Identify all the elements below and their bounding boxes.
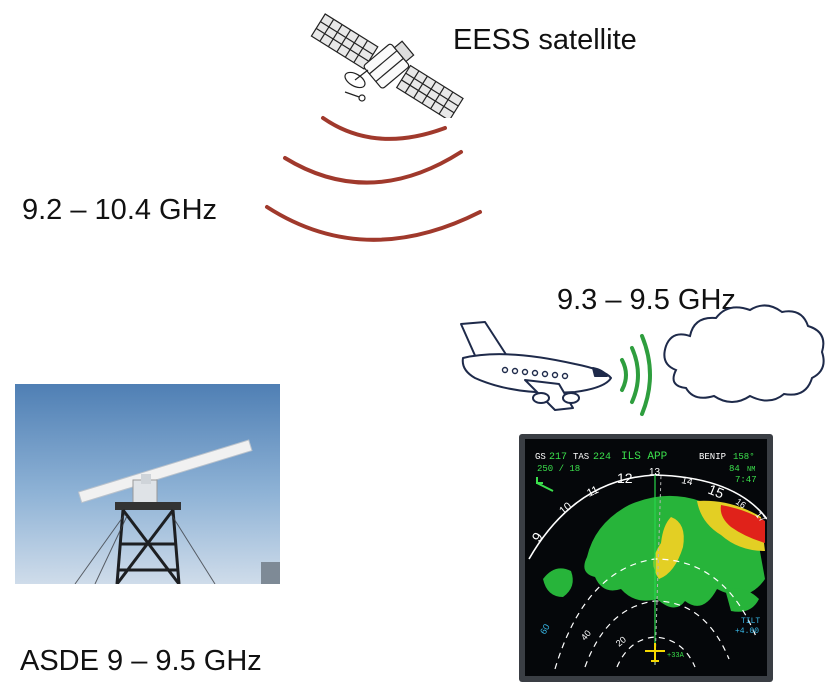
waypoint-name: BENIP: [699, 452, 726, 462]
asde-radar-photo: [15, 384, 280, 584]
cloud-icon: [663, 304, 825, 403]
waypoint-unit: NM: [747, 466, 755, 474]
wind-arrow-icon: [536, 477, 554, 492]
wind-readout: 250 / 18: [537, 464, 580, 474]
satellite-label: EESS satellite: [453, 24, 637, 56]
radar-screen: GS 217 TAS 224 ILS APP BENIP 158° 84 NM …: [525, 439, 767, 676]
aircraft-readout: +33A: [667, 652, 685, 660]
heading-11: 11: [585, 484, 600, 500]
satellite-frequency-label: 9.2 – 10.4 GHz: [22, 194, 218, 226]
heading-12: 12: [617, 470, 633, 486]
weather-radar-display: GS 217 TAS 224 ILS APP BENIP 158° 84 NM …: [519, 434, 773, 682]
airplane-icon: [460, 321, 612, 411]
aircraft-wave-arcs: [620, 334, 652, 416]
heading-14: 14: [680, 475, 694, 488]
tilt-label: TILT: [741, 617, 760, 626]
range-40: 40: [579, 628, 593, 642]
range-60: 60: [538, 622, 552, 636]
ground-speed-value: 217: [549, 452, 567, 463]
satellite-wave-arcs: [265, 116, 482, 242]
heading-13: 13: [649, 467, 661, 478]
true-airspeed-label: TAS: [573, 452, 589, 462]
satellite-icon: [310, 13, 464, 118]
ground-speed-label: GS: [535, 452, 546, 462]
true-airspeed-value: 224: [593, 452, 611, 463]
waypoint-distance: 84: [729, 464, 740, 474]
aircraft-frequency-label: 9.3 – 9.5 GHz: [557, 284, 736, 316]
tilt-value: +4.00: [735, 627, 759, 636]
approach-mode: ILS APP: [621, 451, 668, 463]
heading-15: 15: [706, 481, 727, 502]
range-20: 20: [614, 634, 628, 648]
waypoint-eta: 7:47: [735, 475, 757, 485]
waypoint-bearing: 158°: [733, 452, 755, 462]
asde-label: ASDE 9 – 9.5 GHz: [20, 645, 262, 677]
heading-16: 16: [734, 496, 748, 510]
